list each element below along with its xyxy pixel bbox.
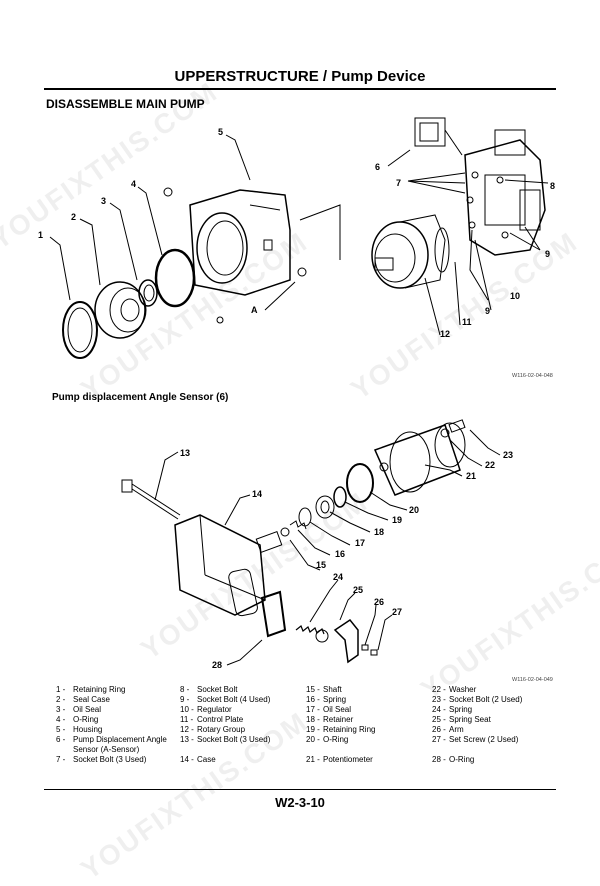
legend-item: Sensor (A-Sensor) xyxy=(73,745,140,754)
callout-15: 15 xyxy=(316,560,326,570)
legend-item: 17 -Oil Seal xyxy=(306,705,352,714)
legend-item: 3 -Oil Seal xyxy=(56,705,102,714)
callout-19: 19 xyxy=(392,515,402,525)
legend-item: 27 -Set Screw (2 Used) xyxy=(432,735,519,744)
legend-item: 16 -Spring xyxy=(306,695,347,704)
legend-item: 10 -Regulator xyxy=(180,705,232,714)
legend-item: 24 -Spring xyxy=(432,705,473,714)
legend-item: 28 -O-Ring xyxy=(432,755,475,764)
legend-item: 8 -Socket Bolt xyxy=(180,685,238,694)
legend-item: 9 -Socket Bolt (4 Used) xyxy=(180,695,271,704)
callout-4: 4 xyxy=(131,179,136,189)
legend-item: 18 -Retainer xyxy=(306,715,354,724)
callout-A: A xyxy=(251,305,258,315)
callout-28: 28 xyxy=(212,660,222,670)
legend-item: 19 -Retaining Ring xyxy=(306,725,376,734)
legend-item: 25 -Spring Seat xyxy=(432,715,491,724)
angle-sensor-diagram: 13 14 15 16 17 18 19 20 21 22 23 24 25 2… xyxy=(121,419,513,670)
legend-item: 5 -Housing xyxy=(56,725,103,734)
callout-20: 20 xyxy=(409,505,419,515)
legend-item: 2 -Seal Case xyxy=(56,695,110,704)
callout-6: 6 xyxy=(375,162,380,172)
legend-item: 12 -Rotary Group xyxy=(180,725,246,734)
callout-26: 26 xyxy=(374,597,384,607)
callout-9b: 9 xyxy=(485,306,490,316)
callout-7: 7 xyxy=(396,178,401,188)
callout-21: 21 xyxy=(466,471,476,481)
callout-24: 24 xyxy=(333,572,343,582)
callout-22: 22 xyxy=(485,460,495,470)
legend-item: 20 -O-Ring xyxy=(306,735,349,744)
section-title: DISASSEMBLE MAIN PUMP xyxy=(46,97,205,111)
legend-item: 6 -Pump Displacement Angle xyxy=(56,735,167,744)
page-number: W2-3-10 xyxy=(275,795,325,810)
figure-ref: W116-02-04-049 xyxy=(512,677,553,683)
legend-item: 7 -Socket Bolt (3 Used) xyxy=(56,755,147,764)
callout-5: 5 xyxy=(218,127,223,137)
figure-ref: W116-02-04-048 xyxy=(512,373,553,379)
legend-item: 15 -Shaft xyxy=(306,685,342,694)
callout-25: 25 xyxy=(353,585,363,595)
callout-1: 1 xyxy=(38,230,43,240)
callout-8: 8 xyxy=(550,181,555,191)
callout-10: 10 xyxy=(510,291,520,301)
callout-9: 9 xyxy=(545,249,550,259)
callout-13: 13 xyxy=(180,448,190,458)
main-pump-diagram: 1 2 3 4 5 6 7 8 9 9 10 11 12 A xyxy=(38,117,555,359)
legend-item: 13 -Socket Bolt (3 Used) xyxy=(180,735,271,744)
legend-item: 23 -Socket Bolt (2 Used) xyxy=(432,695,523,704)
legend-item: 11 -Control Plate xyxy=(180,715,244,724)
callout-17: 17 xyxy=(355,538,365,548)
footer-rule xyxy=(44,789,556,790)
header-rule xyxy=(44,88,556,90)
callout-27: 27 xyxy=(392,607,402,617)
callout-16: 16 xyxy=(335,549,345,559)
legend-item: 22 -Washer xyxy=(432,685,477,694)
callout-14: 14 xyxy=(252,489,262,499)
callout-11: 11 xyxy=(462,317,472,327)
callout-23: 23 xyxy=(503,450,513,460)
legend-item: 21 -Potentiometer xyxy=(306,755,373,764)
legend-item: 26 -Arm xyxy=(432,725,464,734)
callout-3: 3 xyxy=(101,196,106,206)
figure-subtitle: Pump displacement Angle Sensor (6) xyxy=(52,392,229,403)
callout-2: 2 xyxy=(71,212,76,222)
legend-item: 14 -Case xyxy=(180,755,216,764)
legend-item: 4 -O-Ring xyxy=(56,715,99,724)
callout-12: 12 xyxy=(440,329,450,339)
legend-item: 1 -Retaining Ring xyxy=(56,685,126,694)
page-title: UPPERSTRUCTURE / Pump Device xyxy=(174,68,426,85)
callout-18: 18 xyxy=(374,527,384,537)
